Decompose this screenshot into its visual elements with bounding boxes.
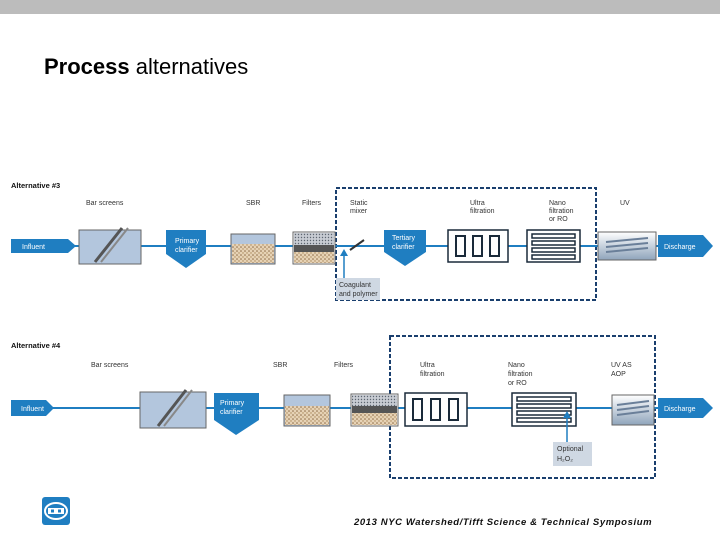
alt4-bar-screens-label: Bar screens — [91, 362, 129, 369]
alt4-optional-arrowhead — [563, 411, 571, 418]
alt3-influent-label: Influent — [22, 244, 45, 251]
alt4-filters-label: Filters — [334, 362, 354, 369]
alt4-primary-label-2: clarifier — [220, 409, 243, 416]
alt4-primary-label-1: Primary — [220, 400, 245, 407]
alt4-nano-label-2: filtration — [508, 371, 533, 378]
alt3-nano-membrane-1 — [531, 233, 576, 239]
alt4-uv-label-1: UV AS — [611, 362, 632, 369]
alt3-uv-lamp-2 — [605, 242, 649, 248]
alt3-tertiary-label-2: clarifier — [392, 244, 415, 251]
footer-text: 2013 NYC Watershed/Tifft Science & Techn… — [354, 517, 653, 528]
title-rest: alternatives — [129, 54, 249, 79]
alt3-primary-label-1: Primary — [175, 238, 200, 245]
alt4-discharge-arrow — [658, 398, 713, 418]
alt4-uv-label-2: AOP — [611, 371, 626, 378]
alt4-sbr-sludge — [285, 406, 329, 425]
alt3-static-mixer-label-1: Static — [350, 200, 368, 207]
alt3-nano-membrane-4 — [531, 254, 576, 260]
alt4-nano-unit — [511, 392, 577, 427]
alt3-coagulant-label-1: Coagulant — [339, 282, 371, 289]
alt4-influent-label: Influent — [21, 406, 44, 413]
alt3-discharge-label: Discharge — [664, 244, 696, 251]
alt3-heading: Alternative #3 — [11, 181, 60, 190]
alt3-filter-sand — [294, 252, 334, 263]
alt4-optional-label-2: H₂O₂ — [557, 456, 573, 463]
alt3-advanced-treatment-box — [335, 187, 597, 301]
alt3-nano-label-1: Nano — [549, 200, 566, 207]
alt3-influent-arrow — [11, 239, 76, 253]
alt4-discharge-label: Discharge — [664, 406, 696, 413]
alt3-static-mixer — [349, 239, 365, 251]
alt3-uv-lamp-3 — [605, 247, 649, 253]
title-bold: Process — [44, 54, 130, 79]
alt4-uv-lamp-3 — [616, 410, 650, 416]
alt3-ultra-label-1: Ultra — [470, 200, 485, 207]
alt4-ultra-module-2 — [430, 398, 441, 421]
alt3-coagulant-arrowhead — [340, 249, 348, 256]
alt4-nano-label-3: or RO — [508, 380, 527, 387]
alt3-tertiary-label-1: Tertiary — [392, 235, 415, 242]
alt3-nano-label-2: filtration — [549, 208, 574, 215]
alt3-nano-membrane-2 — [531, 240, 576, 246]
alt4-bar-screen-1 — [156, 389, 188, 427]
alt3-nano-label-3: or RO — [549, 216, 568, 223]
alt3-filter-band — [294, 245, 334, 252]
top-bar — [0, 0, 720, 14]
alt3-nano-membrane-3 — [531, 247, 576, 253]
alt3-coagulant-box — [336, 278, 380, 300]
alt4-nano-membrane-2 — [516, 403, 572, 409]
page-title: Process alternatives — [44, 54, 248, 80]
alt4-nano-membrane-1 — [516, 396, 572, 402]
alt3-ultra-module-1 — [455, 235, 466, 257]
alt3-uv-lamp-1 — [605, 237, 649, 243]
alt4-ultra-label-1: Ultra — [420, 362, 435, 369]
alt4-optional-label-1: Optional — [557, 446, 584, 453]
alt4-ultra-label-2: filtration — [420, 371, 445, 378]
alt4-bar-screens-tank — [139, 391, 207, 429]
alt4-filter-media — [352, 395, 397, 406]
alt3-tertiary-clarifier — [384, 230, 426, 266]
alt3-primary-label-2: clarifier — [175, 247, 198, 254]
alt3-bar-screens-label: Bar screens — [86, 200, 124, 207]
alt4-heading: Alternative #4 — [11, 341, 61, 350]
alt3-static-mixer-label-2: mixer — [350, 208, 368, 215]
alt3-ultra-module-2 — [472, 235, 483, 257]
alt4-sbr-label: SBR — [273, 362, 287, 369]
alt4-ultra-module-1 — [412, 398, 423, 421]
alt3-ultra-module-3 — [489, 235, 500, 257]
alt3-ultra-label-2: filtration — [470, 208, 495, 215]
alt4-filter-sand — [352, 413, 397, 425]
alt3-bar-screen-2 — [100, 227, 129, 263]
alt3-uv-label: UV — [620, 200, 630, 207]
alt3-filter-media — [294, 233, 334, 245]
alt4-ultra-module-3 — [448, 398, 459, 421]
alt4-influent-arrow — [11, 400, 54, 416]
alt3-discharge-arrow — [658, 235, 713, 257]
alt3-bar-screen-1 — [93, 227, 124, 263]
alt4-primary-clarifier — [214, 393, 259, 435]
alt3-sbr-label: SBR — [246, 200, 260, 207]
process-diagram: Alternative #3 Influent Bar screens Prim… — [11, 181, 713, 479]
alt3-nano-unit — [526, 229, 581, 263]
alt4-filter-band — [352, 406, 397, 413]
alt3-bar-screens-tank — [78, 229, 142, 265]
alt4-bar-screen-2 — [163, 389, 193, 427]
alt3-primary-clarifier — [166, 230, 206, 268]
alt3-filters-label: Filters — [302, 200, 322, 207]
org-logo-icon — [42, 497, 70, 525]
alt4-nano-membrane-3 — [516, 410, 572, 416]
alt3-sbr-sludge — [232, 244, 274, 263]
alt4-nano-label-1: Nano — [508, 362, 525, 369]
alt3-coagulant-label-2: and polymer — [339, 291, 378, 298]
alt4-uv-lamp-2 — [616, 405, 650, 411]
alt4-uv-lamp-1 — [616, 400, 650, 406]
alt4-optional-box — [553, 442, 592, 466]
alt4-nano-membrane-4 — [516, 417, 572, 423]
